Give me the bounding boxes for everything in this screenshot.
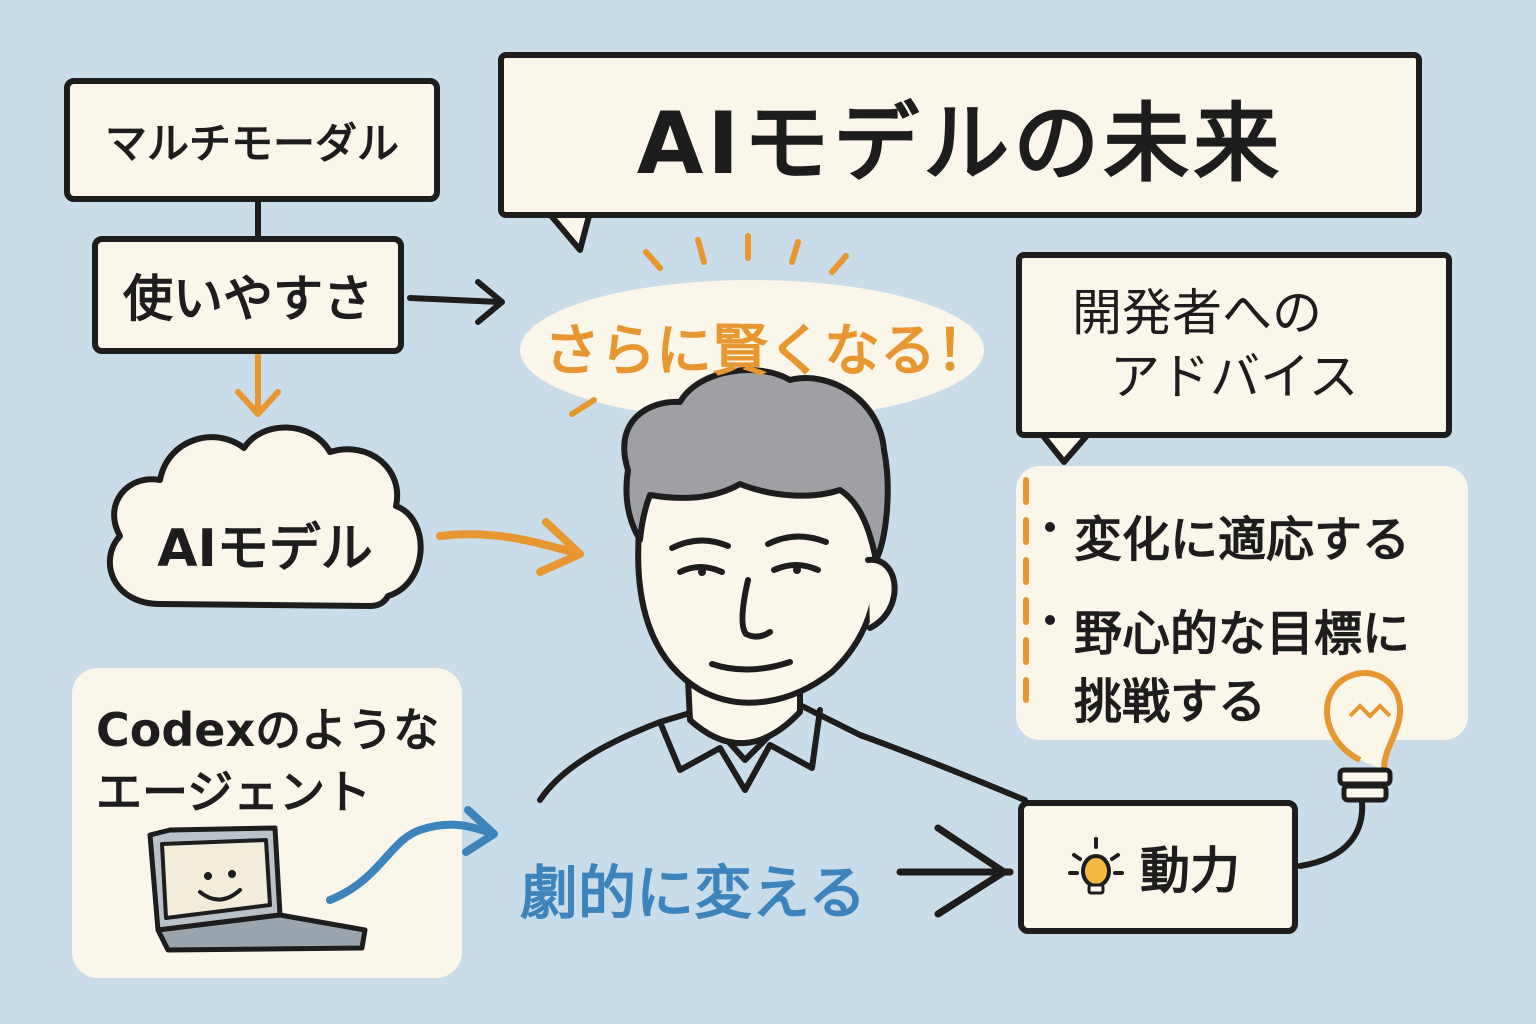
power-box: 動力 xyxy=(1018,800,1298,934)
multimodal-box: マルチモーダル xyxy=(64,78,440,202)
arrow-usability-to-smarter xyxy=(407,279,505,325)
advice-item-1: 変化に適応する xyxy=(1074,512,1411,568)
page-title: AIモデルの未来 xyxy=(636,93,1284,194)
sparkle-rays xyxy=(569,233,849,417)
advice-item-2-line-2: 挑戦する xyxy=(1074,674,1267,730)
lightbulb-icon xyxy=(1324,670,1403,803)
title-bubble-tail xyxy=(545,210,593,253)
smarter-highlight xyxy=(520,280,984,420)
advice-bubble-tail xyxy=(1037,430,1093,465)
small-bulb-icon xyxy=(1068,837,1124,895)
advice-title-1: 開発者への xyxy=(1072,284,1322,342)
connector-bulb-power xyxy=(1297,799,1366,869)
advice-bullet-1 xyxy=(1045,522,1055,532)
person-illustration xyxy=(537,367,1028,803)
agent-line-1: Codexのような xyxy=(96,703,440,757)
transform-label: 劇的に変える xyxy=(520,859,867,927)
agent-line-2: エージェント xyxy=(96,765,372,819)
usability-box: 使いやすさ xyxy=(92,236,404,354)
ai-model-label: AIモデル xyxy=(157,519,373,579)
smarter-label: さらに賢くなる！ xyxy=(544,319,992,384)
usability-label: 使いやすさ xyxy=(123,270,373,328)
arrow-transform-to-power xyxy=(896,824,1014,918)
arrow-usability-to-aimodel xyxy=(235,353,281,417)
laptop-icon xyxy=(147,825,368,953)
multimodal-label: マルチモーダル xyxy=(104,118,399,168)
advice-bubble: 開発者への アドバイス xyxy=(1016,252,1452,438)
arrow-agent-to-transform xyxy=(326,806,498,904)
arrow-aimodel-to-person xyxy=(436,518,584,576)
title-bubble: AIモデルの未来 xyxy=(498,52,1422,218)
advice-item-2-line-1: 野心的な目標に xyxy=(1074,606,1411,662)
advice-bullet-2 xyxy=(1045,615,1055,625)
power-label: 動力 xyxy=(1140,842,1240,900)
advice-title-2: アドバイス xyxy=(1110,348,1359,406)
ai-model-cloud xyxy=(106,424,424,609)
